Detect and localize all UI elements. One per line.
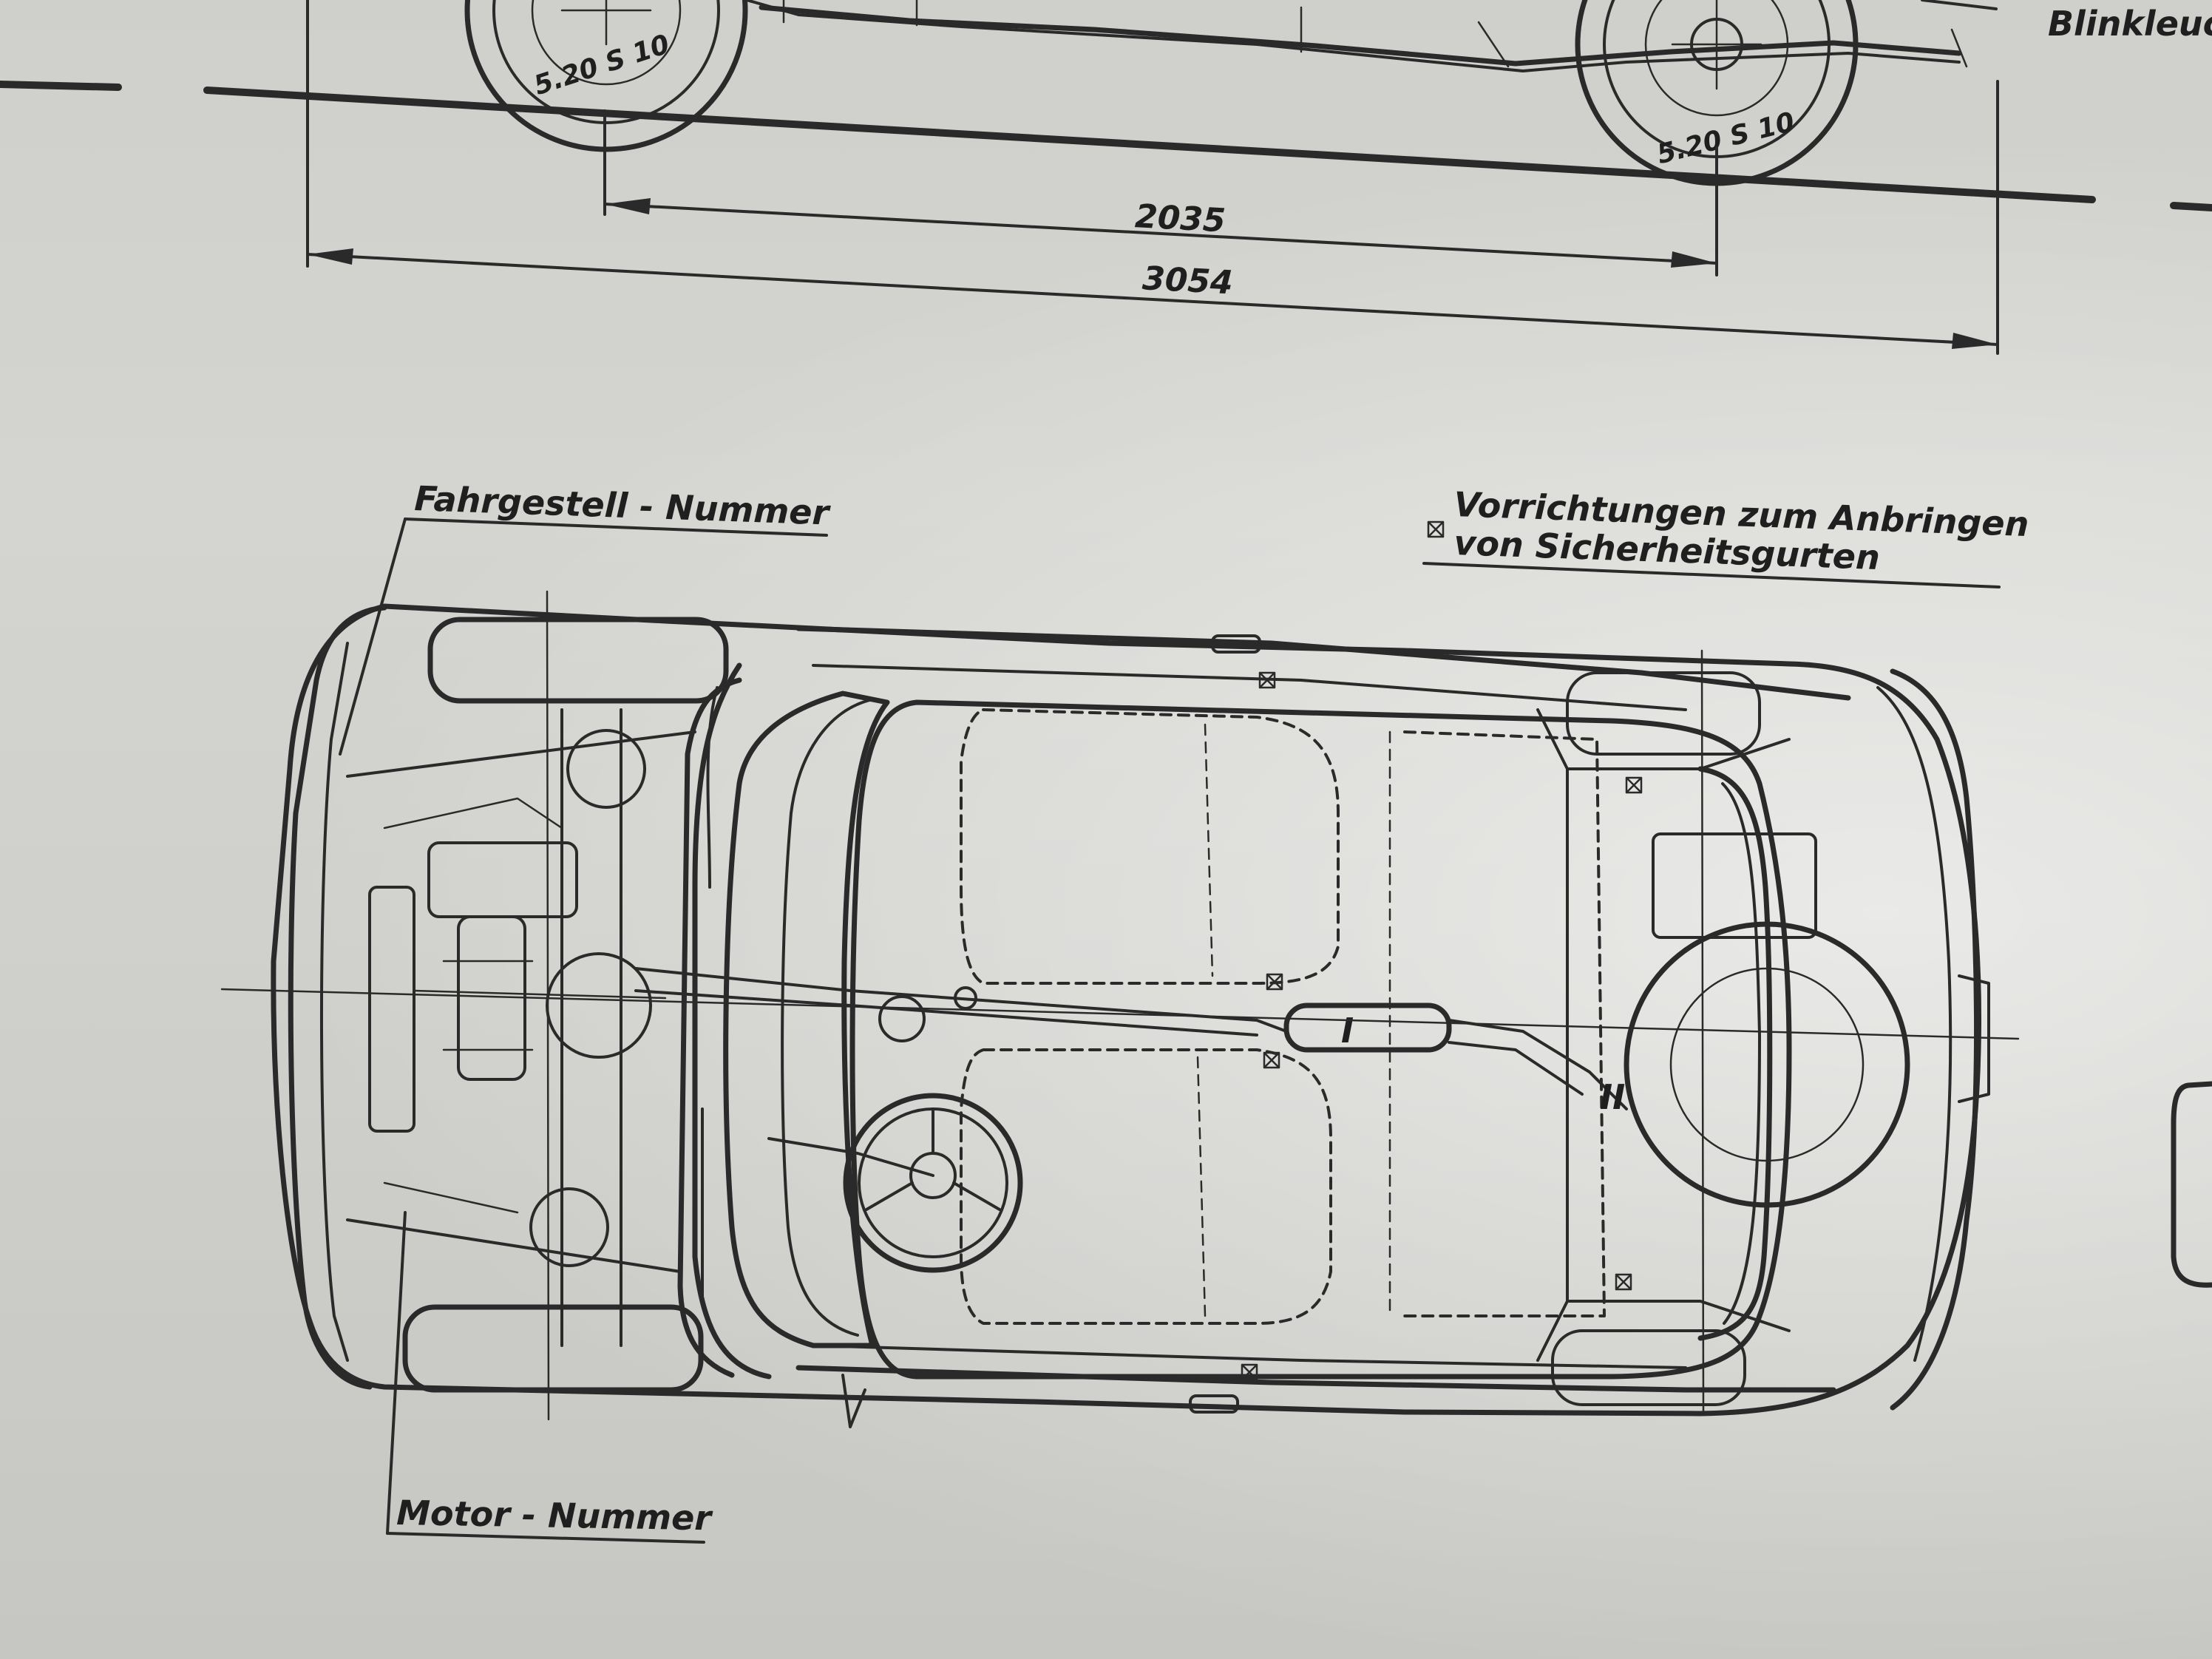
exhaust-rear — [1448, 1019, 1628, 1110]
cross-box-icon — [1263, 1051, 1280, 1069]
spare-wheel-inner — [1669, 967, 1865, 1162]
length-dimension-line — [306, 253, 1999, 346]
battery — [1652, 832, 1817, 939]
front-axle-line — [546, 590, 550, 1421]
side-mirror — [841, 1374, 866, 1428]
engine-part-1 — [566, 729, 646, 809]
engine-detail-lines — [383, 797, 667, 1214]
cross-box-icon — [1615, 1273, 1632, 1291]
engine-number-label: Motor - Nummer — [396, 1493, 714, 1538]
engine-number-leader — [386, 1211, 407, 1535]
silencer-mark-2: II — [1600, 1077, 1625, 1117]
rear-bumper-inner — [1876, 686, 1953, 1362]
front-bumper-inner — [319, 642, 349, 1362]
subframe — [346, 708, 696, 1347]
front-seat-right — [960, 1048, 1332, 1325]
gearbox — [427, 841, 578, 918]
cross-box-icon — [1625, 776, 1643, 794]
seatbelt-anchor-markers — [1241, 520, 1643, 1381]
bonnet-edge — [677, 677, 742, 1378]
side-sill — [745, 0, 1961, 72]
cross-box-icon — [1266, 973, 1283, 991]
wheelbase-arrow-right — [1671, 251, 1717, 268]
rear-left-wheel-plan — [1566, 671, 1761, 756]
spare-wheel — [1624, 921, 1910, 1208]
door-handle-bottom — [1189, 1394, 1239, 1414]
right-edge-fragment — [2171, 1081, 2212, 1288]
rear-right-wheel-plan — [1551, 1329, 1746, 1406]
side-view: 5.20 S 10 5.20 S 10 Blinkleuch — [0, 0, 2212, 211]
roof-edge-top — [795, 625, 1851, 701]
blinkleuchte-label: Blinkleuch — [2048, 4, 2212, 44]
door-handle-top — [1211, 634, 1261, 654]
ground-line-main — [203, 86, 2096, 203]
wheelbase-dimension-line — [603, 203, 1718, 265]
length-arrow-left — [308, 248, 353, 265]
roof-edge-bottom — [795, 1365, 1836, 1393]
rear-window — [1697, 766, 1773, 1341]
silencer-mark-1: I — [1341, 1011, 1354, 1051]
side-chassis-detail — [782, 0, 1968, 68]
cross-box-icon — [1258, 671, 1276, 689]
overall-length-value: 3054 — [1141, 259, 1234, 302]
length-arrow-right — [1952, 333, 1998, 349]
exhaust-pipe — [634, 967, 1288, 1037]
dimension-lines: 2035 3054 — [306, 0, 1999, 355]
side-top-edge — [1921, 0, 1998, 10]
seat-divider-lines — [1196, 723, 1391, 1317]
roof-edge-bottom-inner — [812, 1344, 1687, 1369]
ground-line — [0, 81, 122, 91]
scuttle — [692, 662, 772, 1380]
seatbelt-label-underline — [1422, 562, 2001, 588]
steering-wheel — [767, 1093, 1023, 1273]
cabin-outline — [849, 699, 1792, 1380]
engine-number-underline — [386, 1532, 705, 1544]
cross-box-icon — [1427, 520, 1445, 538]
centre-line — [220, 988, 2020, 1040]
front-seat-left — [960, 708, 1340, 985]
silencer-1 — [1283, 1002, 1452, 1053]
cross-box-icon — [1241, 1363, 1258, 1381]
rear-bumper — [1890, 668, 1980, 1411]
chassis-number-label: Fahrgestell - Nummer — [414, 478, 832, 533]
chassis-number-underline — [404, 518, 828, 537]
rear-subframe — [1536, 708, 1791, 1362]
ground-line-end — [2170, 202, 2212, 211]
front-right-wheel-plan — [402, 1304, 704, 1393]
windscreen-inner — [781, 698, 874, 1337]
side-body-underside — [759, 4, 1962, 67]
plan-view: I II — [220, 520, 2020, 1428]
tyre-size-front: 5.20 S 10 — [530, 29, 673, 101]
roof-edge-top-inner — [812, 664, 1687, 711]
gear-lever — [878, 995, 926, 1042]
wheelbase-arrow-left — [605, 198, 651, 214]
chassis-number-leader — [339, 518, 407, 756]
windscreen — [723, 691, 890, 1348]
front-left-wheel-plan — [427, 617, 729, 704]
rear-axle-line — [1700, 649, 1705, 1414]
tyre-size-rear: 5.20 S 10 — [1654, 106, 1797, 170]
radiator — [368, 886, 415, 1133]
engine-part-2 — [529, 1187, 609, 1267]
scuttle-inner — [701, 686, 719, 1303]
body-outline — [271, 603, 1981, 1417]
rear-window-inner — [1721, 782, 1761, 1325]
front-bumper — [288, 605, 387, 1390]
wheelbase-value: 2035 — [1134, 197, 1227, 240]
